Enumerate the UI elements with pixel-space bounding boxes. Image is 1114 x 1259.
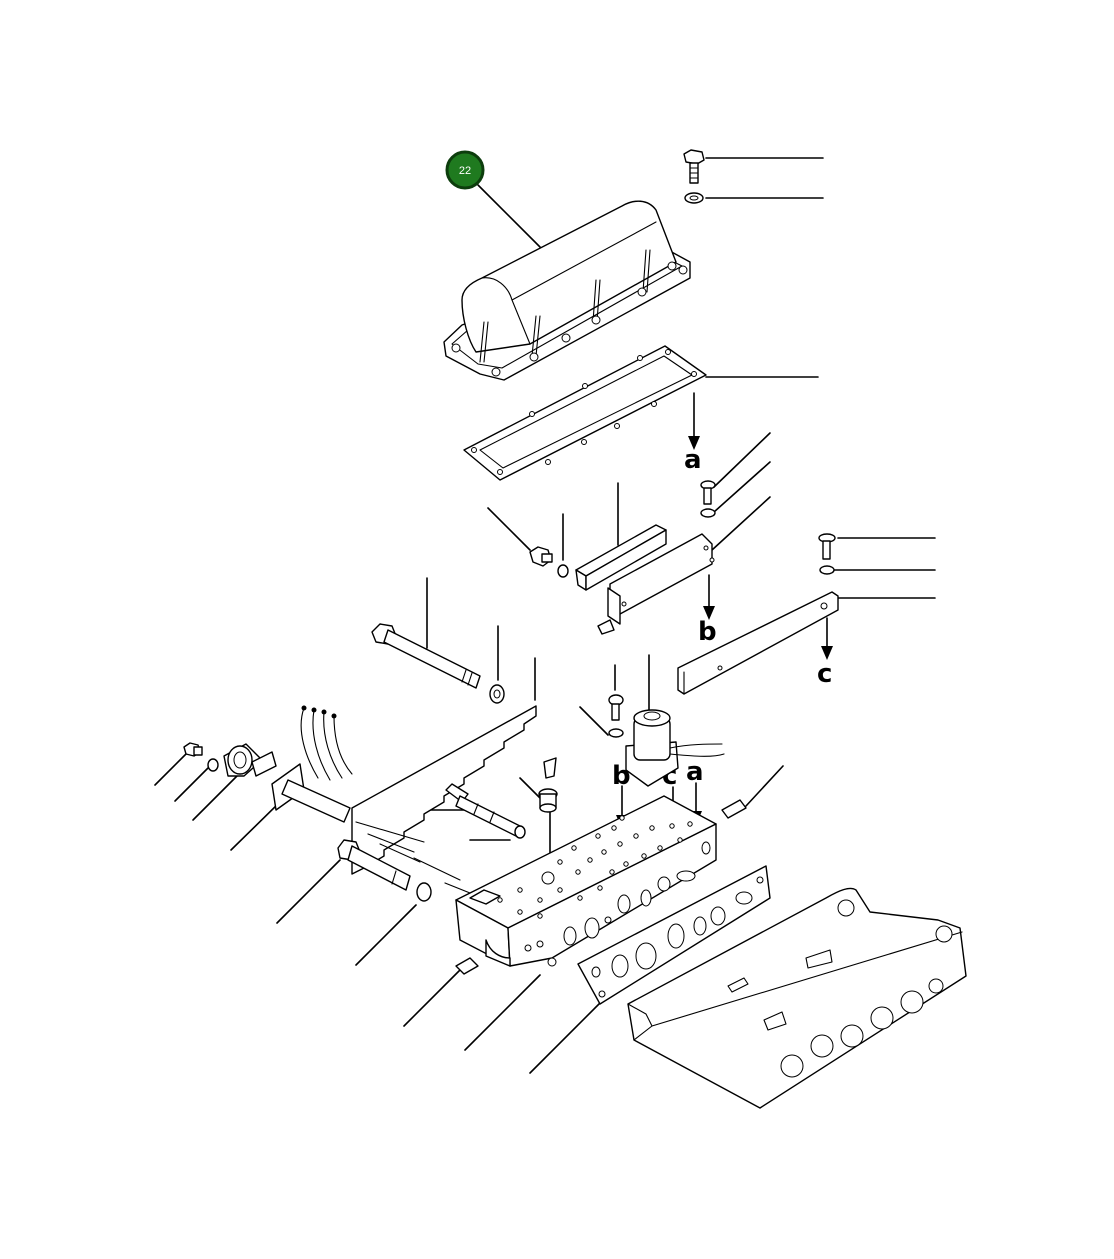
lower-bolt <box>337 839 411 891</box>
connector-plug <box>223 743 277 777</box>
sleeve-fitting <box>538 788 558 813</box>
leader-lines <box>154 157 936 1074</box>
ref-letter-b-bracket: b <box>698 617 717 647</box>
solenoid-screw <box>608 694 624 721</box>
ref-letter-a-block: a <box>686 757 704 787</box>
callout-22[interactable]: 22 <box>445 150 541 248</box>
check-valve <box>543 757 557 779</box>
plate-bolt <box>818 533 836 560</box>
valve-body-side-ports <box>524 841 711 967</box>
valve-spool <box>445 783 526 839</box>
valve-body-top-holes <box>497 815 693 919</box>
lower-washer <box>416 882 432 902</box>
bolt-washer <box>489 684 505 704</box>
l-bracket <box>597 533 715 635</box>
long-bolt <box>371 623 481 689</box>
cover-washer <box>684 192 704 204</box>
long-plate <box>677 591 839 695</box>
plate-washer <box>819 565 835 575</box>
solenoid-valve <box>625 709 725 787</box>
wire-comb <box>351 705 537 875</box>
callout-22-label: 22 <box>459 165 471 177</box>
valve-cover <box>443 200 691 381</box>
cover-bolt <box>683 149 705 184</box>
connector-washer <box>207 758 219 772</box>
side-plug <box>721 799 747 819</box>
transmission-case <box>627 887 967 1109</box>
cover-gasket <box>463 345 707 481</box>
cover-plate <box>575 524 667 591</box>
separator-plate <box>577 865 771 1005</box>
nut-washer <box>557 564 569 578</box>
bracket-washer <box>700 508 716 518</box>
bracket-bolt <box>700 480 716 505</box>
callout-22-badge[interactable] <box>445 150 485 190</box>
ref-letter-c-plate: c <box>817 659 832 689</box>
valve-body <box>455 795 717 967</box>
wire-harness <box>271 705 425 863</box>
hex-nut <box>529 546 553 567</box>
bottom-plug <box>455 957 479 975</box>
solenoid-washer <box>608 728 624 738</box>
connector-screw <box>183 742 203 757</box>
ref-letter-a-gasket: a <box>684 445 702 475</box>
